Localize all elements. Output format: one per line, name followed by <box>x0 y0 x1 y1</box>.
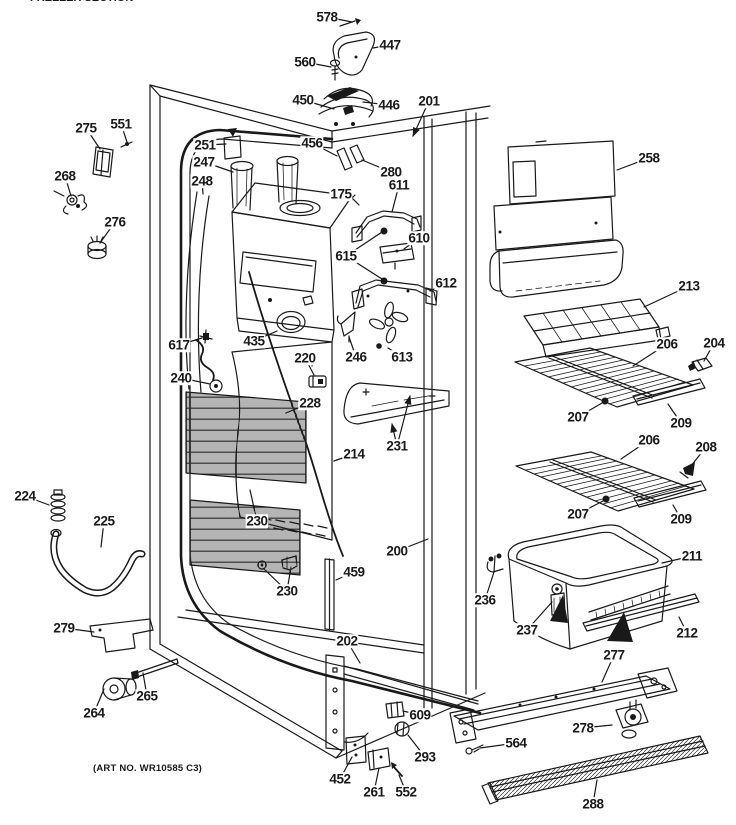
part-callout-551: 551 <box>109 116 133 132</box>
part-callout-456: 456 <box>300 135 324 151</box>
part-callout-610: 610 <box>407 230 431 246</box>
evaporator-cover-panel <box>231 341 333 541</box>
part-callout-204: 204 <box>702 335 726 351</box>
part-callout-278: 278 <box>571 720 595 736</box>
part-callout-275: 275 <box>74 120 98 136</box>
part-callout-288: 288 <box>581 796 605 812</box>
part-callout-212: 212 <box>675 625 699 641</box>
part-callout-446: 446 <box>377 97 401 113</box>
part-callout-207: 207 <box>566 506 590 522</box>
part-callout-246: 246 <box>344 349 368 365</box>
part-callout-609: 609 <box>408 707 432 723</box>
part-callout-213: 213 <box>677 278 701 294</box>
part-callout-447: 447 <box>378 37 402 53</box>
auger-cover-and-bearing <box>318 18 376 126</box>
part-callout-552: 552 <box>394 784 418 800</box>
roller-and-bracket <box>89 618 179 701</box>
part-callout-276: 276 <box>103 214 127 230</box>
auger-assembly <box>223 128 353 343</box>
part-callout-258: 258 <box>637 150 661 166</box>
kickplate-grille <box>481 735 709 805</box>
part-callout-200: 200 <box>385 543 409 559</box>
part-callout-560: 560 <box>293 54 317 70</box>
part-callout-209: 209 <box>669 511 693 527</box>
part-callout-214: 214 <box>342 446 366 462</box>
cropped-header-text: FREEZER SECTION <box>30 0 160 5</box>
part-callout-248: 248 <box>190 173 214 189</box>
mounting-brackets <box>199 210 438 388</box>
part-callout-230: 230 <box>275 583 299 599</box>
part-callout-612: 612 <box>434 275 458 291</box>
part-callout-261: 261 <box>362 784 386 800</box>
freezer-basket <box>486 524 700 650</box>
drawer-rail <box>449 667 678 755</box>
part-callout-237: 237 <box>515 622 539 638</box>
part-callout-230: 230 <box>245 513 269 529</box>
part-callout-251: 251 <box>193 137 217 153</box>
part-callout-247: 247 <box>192 154 216 170</box>
art-number: (ART NO. WR10585 C3) <box>93 763 203 774</box>
part-callout-209: 209 <box>669 415 693 431</box>
part-callout-279: 279 <box>52 620 76 636</box>
part-callout-206: 206 <box>637 432 661 448</box>
part-callout-293: 293 <box>413 749 437 765</box>
part-callout-452: 452 <box>328 771 352 787</box>
part-callout-268: 268 <box>53 168 77 184</box>
part-callout-613: 613 <box>390 349 414 365</box>
part-callout-228: 228 <box>298 395 322 411</box>
part-callout-236: 236 <box>473 592 497 608</box>
evaporator-coil <box>185 391 307 576</box>
part-callout-450: 450 <box>291 92 315 108</box>
part-callout-435: 435 <box>242 333 266 349</box>
part-callout-617: 617 <box>167 337 191 353</box>
part-callout-206: 206 <box>655 336 679 352</box>
part-callout-265: 265 <box>135 688 159 704</box>
ice-cube-tray <box>523 298 671 358</box>
part-callout-224: 224 <box>13 488 37 504</box>
part-callout-615: 615 <box>334 248 358 264</box>
refrigerant-tubes <box>185 191 210 393</box>
air-duct-panel <box>489 140 624 298</box>
bottom-frame <box>325 654 479 777</box>
drip-pan <box>324 382 450 631</box>
part-callout-564: 564 <box>504 735 528 751</box>
part-callout-459: 459 <box>342 564 366 580</box>
evaporator-clamps <box>257 555 298 571</box>
drain-tube <box>50 489 146 597</box>
part-callout-277: 277 <box>602 647 626 663</box>
part-callout-175: 175 <box>329 186 353 202</box>
part-callout-225: 225 <box>92 513 116 529</box>
part-callout-202: 202 <box>335 633 359 649</box>
part-callout-220: 220 <box>293 350 317 366</box>
part-callout-611: 611 <box>387 177 411 193</box>
part-callout-208: 208 <box>694 439 718 455</box>
cabinet-outline <box>149 84 491 759</box>
part-callout-578: 578 <box>315 9 339 25</box>
part-callout-280: 280 <box>379 164 403 180</box>
part-callout-240: 240 <box>169 370 193 386</box>
part-callout-231: 231 <box>385 438 409 454</box>
left-side-small-parts <box>53 141 133 260</box>
part-callout-201: 201 <box>417 93 441 109</box>
part-callout-211: 211 <box>680 548 704 564</box>
part-callout-207: 207 <box>566 409 590 425</box>
part-callout-264: 264 <box>82 705 106 721</box>
